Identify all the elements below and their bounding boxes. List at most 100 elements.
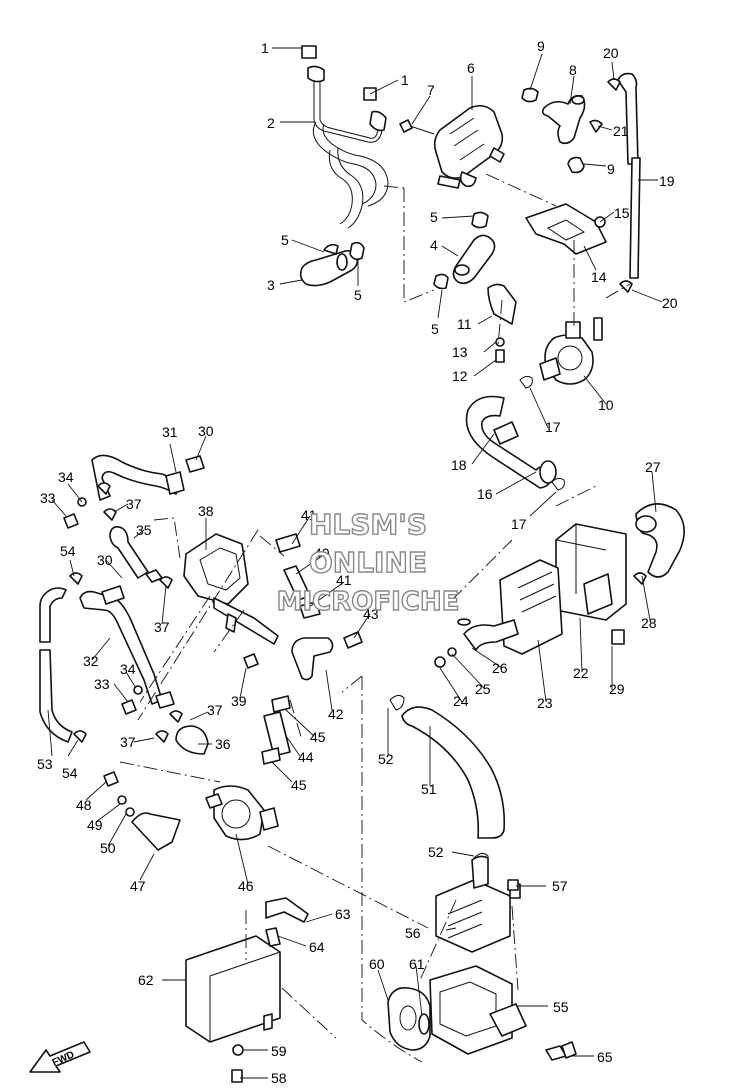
callout-47: 47	[130, 878, 146, 894]
cover-part-63	[265, 897, 309, 923]
callout-30: 30	[198, 423, 214, 439]
bracket-part-14	[525, 203, 607, 255]
callout-34: 34	[58, 469, 74, 485]
callout-62: 62	[138, 972, 154, 988]
filter-part-56	[435, 855, 521, 953]
callout-64: 64	[309, 939, 325, 955]
callout-32: 32	[83, 653, 99, 669]
callout-27: 27	[645, 459, 661, 475]
callout-26: 26	[492, 660, 508, 676]
hose-part-35	[109, 526, 163, 583]
callout-37: 37	[154, 619, 170, 635]
callout-56: 56	[405, 925, 421, 941]
hose-part-27	[611, 503, 685, 645]
hose-part-19	[607, 72, 641, 293]
callout-53: 53	[37, 756, 53, 772]
callout-54: 54	[60, 543, 76, 559]
callout-12: 12	[452, 368, 468, 384]
callout-46: 46	[238, 878, 254, 894]
callout-37: 37	[126, 496, 142, 512]
callout-17: 17	[545, 419, 561, 435]
box-part-55	[429, 965, 577, 1061]
callout-41: 41	[301, 507, 317, 523]
callout-11: 11	[457, 316, 472, 332]
callout-33: 33	[94, 676, 110, 692]
callout-1: 1	[401, 72, 409, 88]
hose-part-8	[521, 87, 603, 174]
hose-part-53	[39, 572, 87, 743]
bracket-part-39	[243, 653, 259, 669]
callout-23: 23	[537, 695, 553, 711]
callout-25: 25	[475, 681, 491, 697]
callout-21: 21	[613, 123, 629, 139]
callout-5: 5	[281, 232, 289, 248]
assembly-lines	[119, 173, 631, 1063]
callout-42: 42	[328, 706, 344, 722]
callout-3: 3	[267, 277, 275, 293]
valve-part-10	[539, 317, 603, 385]
callout-50: 50	[100, 840, 116, 856]
callout-18: 18	[451, 457, 467, 473]
fwd-label: FWD	[51, 1049, 76, 1068]
callout-20: 20	[603, 45, 619, 61]
callout-52: 52	[428, 844, 444, 860]
hose-part-51	[389, 694, 506, 869]
callout-9: 9	[537, 38, 545, 54]
callout-49: 49	[87, 817, 103, 833]
filter-part-23	[434, 559, 563, 668]
callout-57: 57	[552, 878, 568, 894]
callout-34: 34	[120, 661, 136, 677]
callout-38: 38	[198, 503, 214, 519]
callout-7: 7	[427, 82, 435, 98]
callout-28: 28	[641, 615, 657, 631]
callout-20: 20	[662, 295, 678, 311]
callout-31: 31	[162, 424, 178, 440]
callout-40: 40	[314, 545, 330, 561]
callout-29: 29	[609, 681, 625, 697]
valve-part-46	[103, 771, 279, 851]
callout-54: 54	[62, 765, 78, 781]
fwd-arrow-icon: FWD	[29, 1041, 91, 1073]
callout-10: 10	[598, 397, 614, 413]
callout-48: 48	[76, 797, 92, 813]
cover-part-62	[185, 935, 281, 1043]
callout-59: 59	[271, 1043, 287, 1059]
callout-5: 5	[354, 287, 362, 303]
callout-45: 45	[291, 777, 307, 793]
callout-61: 61	[409, 956, 425, 972]
callout-24: 24	[453, 693, 469, 709]
hose-part-4	[433, 211, 496, 290]
watermark-line-1: HLSM'S	[309, 508, 427, 541]
leader-lines	[47, 47, 663, 1079]
callout-13: 13	[452, 344, 468, 360]
airbox-part-22	[555, 523, 627, 621]
callout-6: 6	[467, 60, 475, 76]
callout-36: 36	[215, 736, 231, 752]
callout-5: 5	[430, 209, 438, 225]
callout-19: 19	[659, 173, 675, 189]
screw-parts-58-59	[231, 879, 519, 1083]
callout-22: 22	[573, 665, 589, 681]
callout-numbers: 1 1 2 3 4 5 5 5 5 6 7 8 9 9 10 11 12 13 …	[37, 38, 678, 1086]
callout-43: 43	[363, 606, 379, 622]
pad-part-64	[265, 927, 281, 947]
hose-harness-part-2	[301, 45, 389, 229]
pump-part-38	[183, 533, 279, 645]
valve-assembly-part-6	[399, 104, 505, 189]
callout-4: 4	[430, 237, 438, 253]
callout-63: 63	[335, 906, 351, 922]
callout-52: 52	[378, 751, 394, 767]
hose-part-32	[79, 585, 175, 709]
duct-part-16	[465, 375, 565, 491]
callout-65: 65	[597, 1049, 613, 1065]
callout-45: 45	[310, 729, 326, 745]
callout-1: 1	[261, 40, 269, 56]
callout-30: 30	[97, 552, 113, 568]
callout-39: 39	[231, 693, 247, 709]
connector-parts-40-45	[261, 533, 363, 765]
callout-51: 51	[421, 781, 437, 797]
callout-60: 60	[369, 956, 385, 972]
callout-5: 5	[431, 321, 439, 337]
callout-17: 17	[511, 516, 527, 532]
